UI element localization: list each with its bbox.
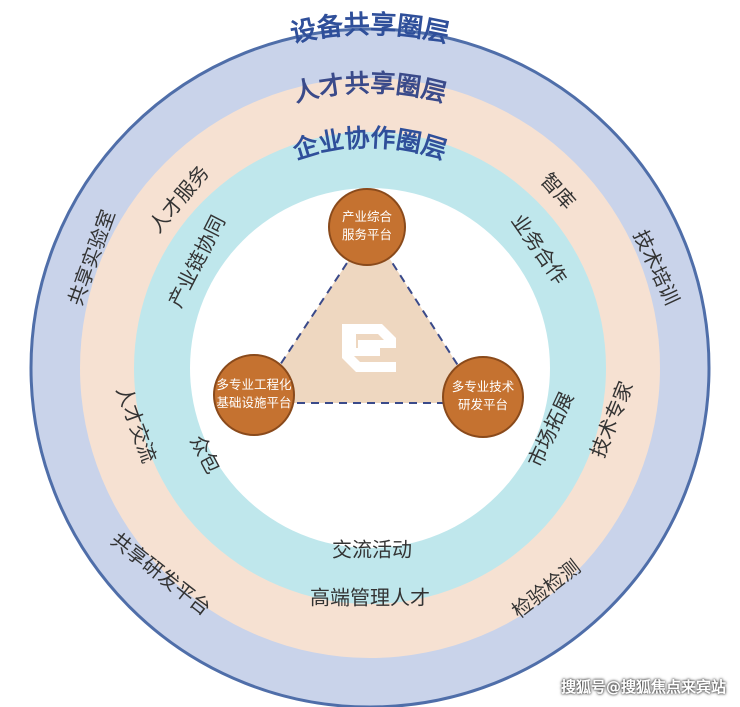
node-industry-service: 产业综合 服务平台 — [328, 188, 406, 266]
node-label: 基础设施平台 — [216, 395, 291, 410]
watermark: 搜狐号@搜狐焦点来宾站 — [560, 678, 726, 696]
node-label: 产业综合 — [342, 209, 393, 224]
logo-icon — [342, 324, 396, 372]
center-triangle — [255, 228, 482, 403]
middle-label: 高端管理人才 — [310, 586, 430, 610]
node-label: 服务平台 — [342, 227, 392, 242]
inner-label: 交流活动 — [332, 538, 412, 562]
node-engineering-infra: 多专业工程化 基础设施平台 — [213, 354, 295, 436]
node-label: 多专业技术 — [452, 379, 515, 394]
node-label: 多专业工程化 — [216, 377, 292, 392]
node-tech-rnd: 多专业技术 研发平台 — [442, 356, 524, 438]
node-label: 研发平台 — [458, 397, 508, 412]
